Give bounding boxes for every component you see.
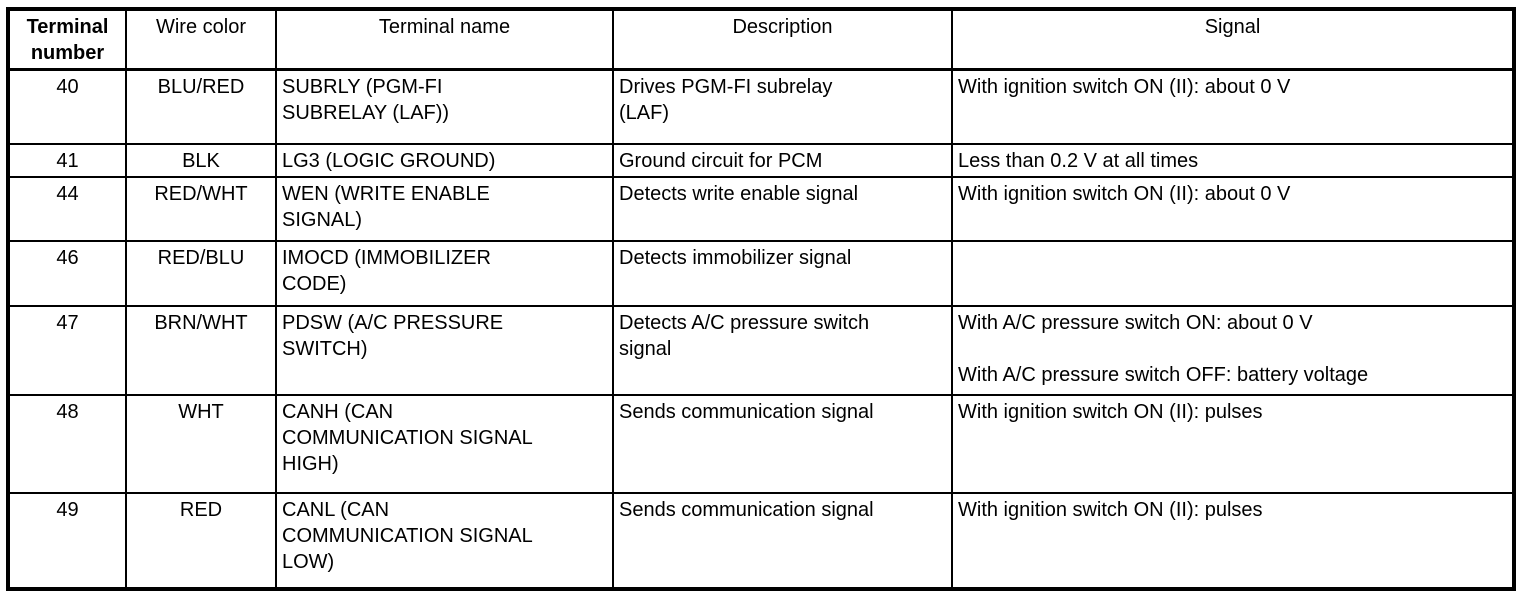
column-header-signal: Signal	[951, 8, 1515, 71]
column-header-terminal-name: Terminal name	[275, 8, 614, 71]
wire-color-cell: RED/WHT	[125, 175, 277, 242]
table-row: 41 BLK LG3 (LOGIC GROUND) Ground circuit…	[7, 142, 1515, 178]
signal-cell: With ignition switch ON (II): about 0 V	[951, 68, 1515, 145]
terminal-name-cell: PDSW (A/C PRESSURE SWITCH)	[275, 304, 614, 396]
terminal-number-cell: 44	[7, 175, 127, 242]
terminal-name-cell: IMOCD (IMMOBILIZER CODE)	[275, 239, 614, 307]
terminal-number-cell: 48	[7, 393, 127, 494]
terminal-name-cell: CANH (CAN COMMUNICATION SIGNAL HIGH)	[275, 393, 614, 494]
table-row: 48 WHT CANH (CAN COMMUNICATION SIGNAL HI…	[7, 393, 1515, 494]
terminal-number-cell: 40	[7, 68, 127, 145]
description-cell: Ground circuit for PCM	[612, 142, 953, 178]
wire-color-cell: RED	[125, 491, 277, 590]
terminal-number-cell: 41	[7, 142, 127, 178]
terminal-number-cell: 49	[7, 491, 127, 590]
signal-cell: Less than 0.2 V at all times	[951, 142, 1515, 178]
table-row: 40 BLU/RED SUBRLY (PGM-FI SUBRELAY (LAF)…	[7, 68, 1515, 145]
terminal-name-cell: LG3 (LOGIC GROUND)	[275, 142, 614, 178]
signal-cell: With ignition switch ON (II): pulses	[951, 491, 1515, 590]
terminal-name-cell: WEN (WRITE ENABLE SIGNAL)	[275, 175, 614, 242]
wire-color-cell: RED/BLU	[125, 239, 277, 307]
column-header-description: Description	[612, 8, 953, 71]
pcm-terminal-table: Terminal number Wire color Terminal name…	[6, 7, 1516, 591]
description-cell: Detects write enable signal	[612, 175, 953, 242]
signal-cell: With A/C pressure switch ON: about 0 V W…	[951, 304, 1515, 396]
terminal-number-cell: 46	[7, 239, 127, 307]
description-cell: Drives PGM-FI subrelay (LAF)	[612, 68, 953, 145]
wire-color-cell: WHT	[125, 393, 277, 494]
signal-cell: With ignition switch ON (II): about 0 V	[951, 175, 1515, 242]
signal-cell: With ignition switch ON (II): pulses	[951, 393, 1515, 494]
signal-cell	[951, 239, 1515, 307]
terminal-name-cell: SUBRLY (PGM-FI SUBRELAY (LAF))	[275, 68, 614, 145]
wire-color-cell: BRN/WHT	[125, 304, 277, 396]
table-row: 47 BRN/WHT PDSW (A/C PRESSURE SWITCH) De…	[7, 304, 1515, 396]
description-cell: Sends communication signal	[612, 393, 953, 494]
table-row: 46 RED/BLU IMOCD (IMMOBILIZER CODE) Dete…	[7, 239, 1515, 307]
column-header-wire-color: Wire color	[125, 8, 277, 71]
column-header-terminal-number: Terminal number	[7, 8, 127, 71]
terminal-number-cell: 47	[7, 304, 127, 396]
description-cell: Detects immobilizer signal	[612, 239, 953, 307]
terminal-name-cell: CANL (CAN COMMUNICATION SIGNAL LOW)	[275, 491, 614, 590]
table-row: 44 RED/WHT WEN (WRITE ENABLE SIGNAL) Det…	[7, 175, 1515, 242]
table-row: 49 RED CANL (CAN COMMUNICATION SIGNAL LO…	[7, 491, 1515, 590]
description-cell: Sends communication signal	[612, 491, 953, 590]
wire-color-cell: BLK	[125, 142, 277, 178]
table-header-row: Terminal number Wire color Terminal name…	[7, 8, 1515, 71]
description-cell: Detects A/C pressure switch signal	[612, 304, 953, 396]
wire-color-cell: BLU/RED	[125, 68, 277, 145]
